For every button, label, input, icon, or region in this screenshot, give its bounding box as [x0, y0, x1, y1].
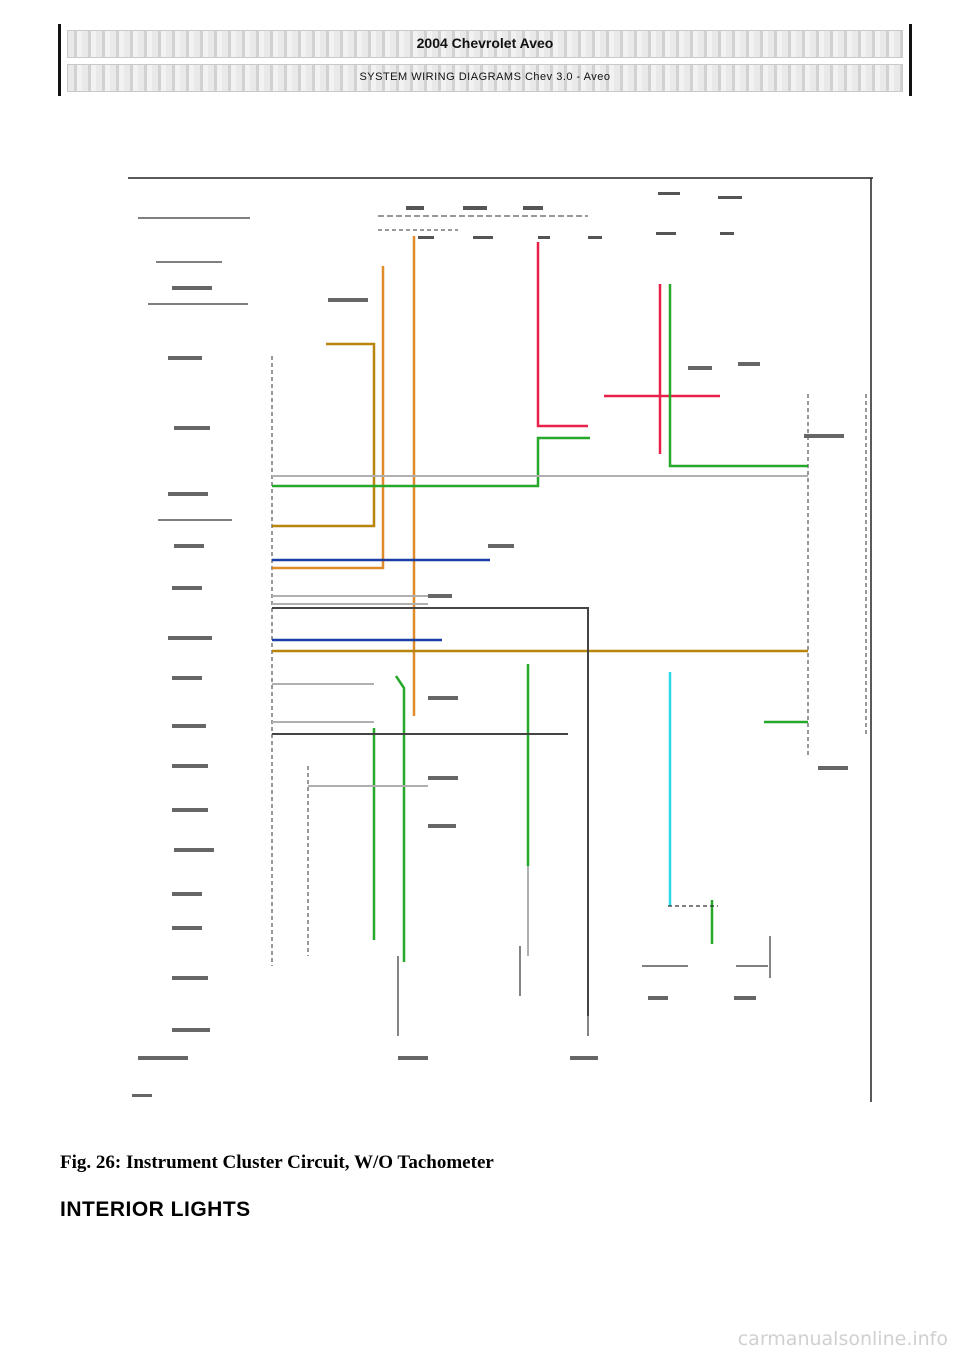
wire-green-2 — [668, 284, 808, 468]
header-band-top — [67, 30, 903, 58]
header-band-bottom — [67, 64, 903, 92]
component-labels — [328, 298, 848, 1060]
figure-caption: Fig. 26: Instrument Cluster Circuit, W/O… — [60, 1152, 494, 1173]
wire-orange-1 — [272, 266, 385, 570]
wire-green-6 — [394, 675, 406, 962]
section-title: INTERIOR LIGHTS — [60, 1198, 251, 1221]
wire-green-1 — [272, 436, 590, 488]
wiring-diagram-svg — [128, 177, 873, 1102]
cluster-bulb-labels — [132, 286, 214, 1097]
wire-brown-1 — [272, 342, 376, 528]
wire-red-1 — [536, 242, 588, 428]
watermark: carmanualsonline.info — [737, 1328, 948, 1350]
ground-symbols — [397, 905, 771, 1036]
cluster-left-panel — [138, 217, 250, 521]
wiring-diagram — [128, 176, 873, 1104]
header-title: 2004 Chevrolet Aveo — [416, 35, 554, 51]
fuse-labels — [406, 192, 742, 239]
header-subtitle: SYSTEM WIRING DIAGRAMS Chev 3.0 - Aveo — [359, 71, 611, 83]
page-header: 2004 Chevrolet Aveo SYSTEM WIRING DIAGRA… — [58, 24, 912, 96]
wire-dark-1 — [272, 607, 589, 1016]
